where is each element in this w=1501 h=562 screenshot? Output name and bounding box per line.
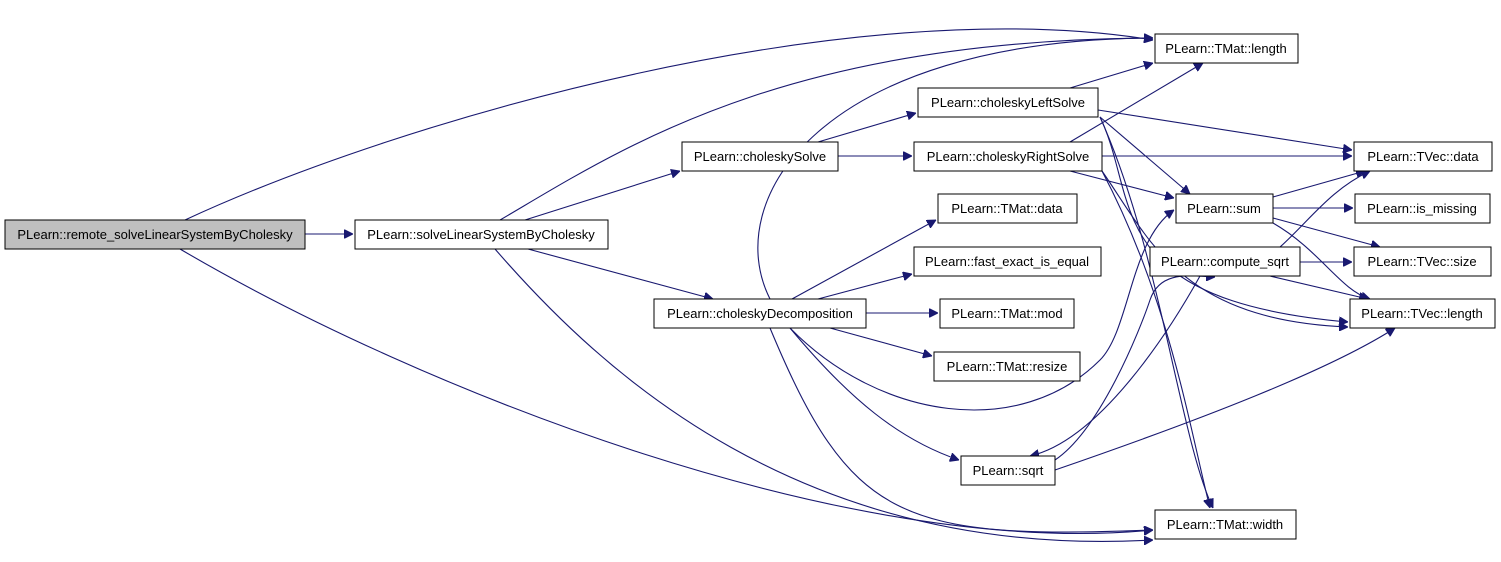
node-tmat-length[interactable]: PLearn::TMat::length bbox=[1154, 33, 1299, 64]
node-fast-exact-is-equal[interactable]: PLearn::fast_exact_is_equal bbox=[913, 246, 1102, 277]
edge-leftSolve-to-tvecData bbox=[1097, 109, 1352, 150]
node-cholesky-left-solve[interactable]: PLearn::choleskyLeftSolve bbox=[917, 87, 1099, 118]
edge-cholSolve-to-leftSolve bbox=[817, 113, 916, 143]
svg-text:PLearn::choleskySolve: PLearn::choleskySolve bbox=[694, 149, 826, 164]
svg-text:PLearn::solveLinearSystemByCho: PLearn::solveLinearSystemByCholesky bbox=[367, 227, 595, 242]
edge-cholDecomp-to-tmatLength bbox=[757, 38, 1153, 300]
node-remote-solve-linear-system-by-cholesky[interactable]: PLearn::remote_solveLinearSystemByCholes… bbox=[4, 219, 306, 250]
svg-text:PLearn::TMat::resize: PLearn::TMat::resize bbox=[947, 359, 1068, 374]
edge-sum-to-tvecData bbox=[1272, 171, 1365, 198]
svg-text:PLearn::TVec::data: PLearn::TVec::data bbox=[1367, 149, 1479, 164]
node-tmat-data[interactable]: PLearn::TMat::data bbox=[937, 193, 1078, 224]
svg-text:PLearn::sum: PLearn::sum bbox=[1187, 201, 1261, 216]
svg-text:PLearn::TMat::length: PLearn::TMat::length bbox=[1165, 41, 1286, 56]
node-solve-linear-system-by-cholesky[interactable]: PLearn::solveLinearSystemByCholesky bbox=[354, 219, 609, 250]
node-tmat-mod[interactable]: PLearn::TMat::mod bbox=[939, 298, 1075, 329]
node-tvec-data[interactable]: PLearn::TVec::data bbox=[1353, 141, 1493, 172]
svg-text:PLearn::choleskyLeftSolve: PLearn::choleskyLeftSolve bbox=[931, 95, 1085, 110]
edge-sqrt-to-tvecLength bbox=[1054, 328, 1395, 471]
node-tmat-resize[interactable]: PLearn::TMat::resize bbox=[933, 351, 1081, 382]
node-is-missing[interactable]: PLearn::is_missing bbox=[1354, 193, 1491, 224]
edge-computeSqrt-to-tvecLength bbox=[1269, 275, 1368, 299]
svg-text:PLearn::TVec::length: PLearn::TVec::length bbox=[1361, 306, 1482, 321]
node-layer: PLearn::remote_solveLinearSystemByCholes… bbox=[4, 33, 1496, 540]
node-sum[interactable]: PLearn::sum bbox=[1175, 193, 1274, 224]
edge-cholDecomp-to-tmatWidth bbox=[769, 327, 1153, 532]
node-tmat-width[interactable]: PLearn::TMat::width bbox=[1154, 509, 1297, 540]
edge-cholDecomp-to-tmatResize bbox=[829, 327, 932, 356]
svg-text:PLearn::remote_solveLinearSyst: PLearn::remote_solveLinearSystemByCholes… bbox=[17, 227, 293, 242]
edge-layer bbox=[179, 28, 1395, 542]
edge-solve-to-tmatLength bbox=[499, 38, 1153, 221]
svg-text:PLearn::fast_exact_is_equal: PLearn::fast_exact_is_equal bbox=[925, 254, 1089, 269]
node-cholesky-decomposition[interactable]: PLearn::choleskyDecomposition bbox=[653, 298, 867, 329]
node-cholesky-right-solve[interactable]: PLearn::choleskyRightSolve bbox=[913, 141, 1103, 172]
node-tvec-length[interactable]: PLearn::TVec::length bbox=[1349, 298, 1496, 329]
edge-leftSolve-to-tmatWidth bbox=[1099, 116, 1213, 508]
edge-remote-to-tmatWidth bbox=[179, 248, 1153, 533]
node-cholesky-solve[interactable]: PLearn::choleskySolve bbox=[681, 141, 839, 172]
svg-text:PLearn::TVec::size: PLearn::TVec::size bbox=[1367, 254, 1476, 269]
svg-text:PLearn::compute_sqrt: PLearn::compute_sqrt bbox=[1161, 254, 1289, 269]
edge-rightSolve-to-tmatWidth bbox=[1101, 170, 1210, 508]
edge-cholDecomp-to-tmatData bbox=[791, 220, 936, 300]
edge-computeSqrt-to-sqrt bbox=[1030, 275, 1201, 456]
svg-text:PLearn::is_missing: PLearn::is_missing bbox=[1367, 201, 1477, 216]
svg-text:PLearn::TMat::data: PLearn::TMat::data bbox=[951, 201, 1063, 216]
edge-solve-to-tmatWidth bbox=[494, 248, 1153, 541]
svg-text:PLearn::TMat::width: PLearn::TMat::width bbox=[1167, 517, 1283, 532]
edge-computeSqrt-to-tvecData bbox=[1279, 171, 1370, 248]
svg-text:PLearn::TMat::mod: PLearn::TMat::mod bbox=[951, 306, 1062, 321]
svg-text:PLearn::sqrt: PLearn::sqrt bbox=[973, 463, 1044, 478]
node-compute-sqrt[interactable]: PLearn::compute_sqrt bbox=[1149, 246, 1301, 277]
edge-cholDecomp-to-fastEq bbox=[817, 274, 912, 300]
edge-remote-to-tmatLength bbox=[184, 28, 1153, 221]
edge-solve-to-cholSolve bbox=[524, 171, 680, 221]
edge-leftSolve-to-tmatLength bbox=[1069, 63, 1153, 89]
node-tvec-size[interactable]: PLearn::TVec::size bbox=[1353, 246, 1492, 277]
edge-sum-to-tvecSize bbox=[1272, 217, 1380, 247]
edge-rightSolve-to-tmatLength bbox=[1069, 63, 1203, 143]
edge-leftSolve-to-tvecLength bbox=[1099, 116, 1348, 322]
node-sqrt[interactable]: PLearn::sqrt bbox=[960, 455, 1056, 486]
svg-text:PLearn::choleskyDecomposition: PLearn::choleskyDecomposition bbox=[667, 306, 853, 321]
svg-text:PLearn::choleskyRightSolve: PLearn::choleskyRightSolve bbox=[927, 149, 1090, 164]
edge-rightSolve-to-sum bbox=[1069, 170, 1174, 198]
edge-cholDecomp-to-sqrt bbox=[789, 327, 959, 460]
edge-solve-to-cholDecomp bbox=[527, 248, 713, 299]
